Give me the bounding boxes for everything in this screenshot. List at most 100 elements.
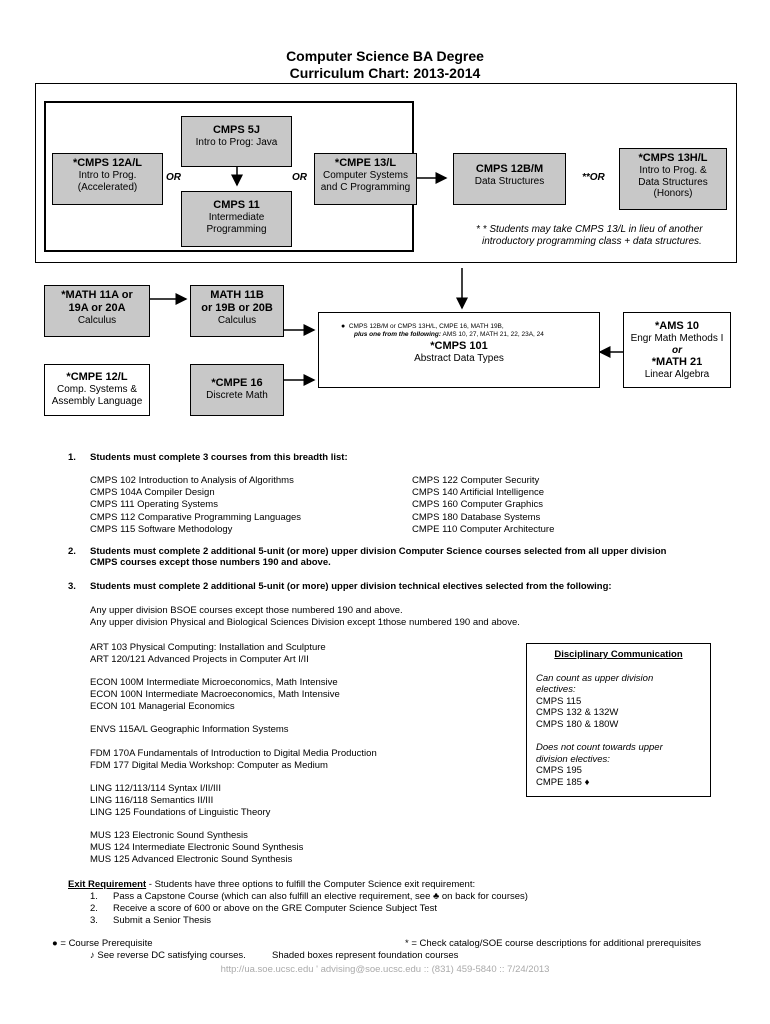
- req2-line: CMPS courses except those numbers 190 an…: [90, 557, 331, 568]
- course-cmps-5j: CMPS 5J Intro to Prog: Java: [181, 116, 292, 167]
- course-name: and C Programming: [320, 181, 411, 193]
- list-item: CMPS 180 Database Systems: [412, 511, 541, 523]
- list-item: CMPS 112 Comparative Programming Languag…: [90, 511, 302, 523]
- course-name: Intermediate: [208, 212, 265, 223]
- exit-text: - Students have three options to fulfill…: [146, 879, 476, 890]
- note-line: * * Students may take CMPS 13/L in lieu …: [476, 224, 703, 235]
- elective-group-mus: MUS 123 Electronic Sound Synthesis MUS 1…: [90, 830, 303, 867]
- elective-group-ling: LING 112/113/114 Syntax I/II/III LING 11…: [90, 783, 270, 820]
- chart-outer-frame: [35, 83, 737, 263]
- req1-number: 1.: [68, 452, 76, 463]
- or-label: OR: [292, 172, 307, 183]
- course-cmps-12bm: CMPS 12B/M Data Structures: [453, 153, 566, 205]
- list-item: ART 120/121 Advanced Projects in Compute…: [90, 654, 309, 666]
- req3-any: Any upper division BSOE courses except t…: [90, 605, 520, 629]
- course-name: Intro to Prog: Java: [195, 137, 278, 148]
- course-cmps-101: ● CMPS 12B/M or CMPS 13H/L, CMPE 16, MAT…: [318, 312, 600, 388]
- course-code: *CMPS 101: [430, 340, 488, 352]
- dc-can-heading: electives:: [536, 684, 576, 695]
- course-code: *MATH 21: [651, 356, 703, 368]
- legend-shaded: Shaded boxes represent foundation course…: [272, 950, 459, 961]
- list-item: FDM 170A Fundamentals of Introduction to…: [90, 748, 377, 759]
- list-item: ECON 101 Managerial Economics: [90, 701, 235, 713]
- course-name: Engr Math Methods I: [630, 333, 724, 344]
- elective-group-art: ART 103 Physical Computing: Installation…: [90, 642, 326, 666]
- course-code: or 19B or 20B: [201, 302, 273, 314]
- req3-number: 3.: [68, 581, 76, 592]
- legend-prereq: ● = Course Prerequisite: [52, 938, 153, 949]
- course-cmps-11: CMPS 11 Intermediate Programming: [181, 191, 292, 247]
- course-name: Programming: [206, 223, 267, 235]
- list-item: LING 116/118 Semantics II/III: [90, 795, 214, 807]
- list-item: Any upper division BSOE courses except t…: [90, 605, 403, 616]
- req2-line: Students must complete 2 additional 5-un…: [90, 546, 667, 557]
- course-name: Data Structures: [474, 176, 545, 187]
- course-code: *AMS 10: [654, 320, 700, 332]
- course-name: Data Structures: [638, 176, 708, 188]
- breadth-list-left: CMPS 102 Introduction to Analysis of Alg…: [90, 475, 301, 536]
- elective-group-fdm: FDM 170A Fundamentals of Introduction to…: [90, 748, 377, 772]
- page-title: Computer Science BA Degree: [286, 48, 484, 64]
- dc-cannot-heading: division electives:: [536, 753, 610, 765]
- course-cmpe-16: *CMPE 16 Discrete Math: [190, 364, 284, 416]
- list-item: 1. Pass a Capstone Course (which can also…: [90, 891, 528, 903]
- list-item: LING 112/113/114 Syntax I/II/III: [90, 783, 221, 794]
- course-name: (Honors): [653, 188, 693, 199]
- list-item: CMPS 115 Software Methodology: [90, 523, 233, 535]
- list-item: MUS 125 Advanced Electronic Sound Synthe…: [90, 854, 293, 866]
- exit-options: 1. Pass a Capstone Course (which can also…: [90, 891, 528, 927]
- list-item: MUS 124 Intermediate Electronic Sound Sy…: [90, 842, 304, 854]
- disciplinary-communication-box: Disciplinary Communication Can count as …: [526, 643, 711, 797]
- list-item: MUS 123 Electronic Sound Synthesis: [90, 830, 248, 841]
- prereq-emph: plus one from the following:: [354, 331, 442, 338]
- list-item: CMPS 180 & 180W: [536, 718, 619, 730]
- list-item: CMPS 115: [536, 695, 582, 707]
- page-subtitle: Curriculum Chart: 2013-2014: [289, 65, 481, 81]
- list-item: 3.Submit a Senior Thesis: [90, 915, 528, 927]
- course-code: *MATH 11A or: [61, 289, 133, 301]
- course-name: Linear Algebra: [644, 369, 710, 380]
- course-name: Comp. Systems &: [56, 384, 138, 395]
- course-cmpe-12l: *CMPE 12/L Comp. Systems & Assembly Lang…: [44, 364, 150, 416]
- list-item: ENVS 115A/L Geographic Information Syste…: [90, 724, 289, 735]
- course-ams-10: *AMS 10 Engr Math Methods I or *MATH 21 …: [623, 312, 731, 388]
- course-name: Calculus: [217, 315, 257, 326]
- list-item: CMPE 110 Computer Architecture: [412, 523, 555, 535]
- list-item: CMPS 111 Operating Systems: [90, 499, 218, 511]
- option-text: Pass a Capstone Course (which can also f…: [113, 891, 528, 902]
- course-code: *CMPS 12A/L: [72, 157, 143, 169]
- elective-group-envs: ENVS 115A/L Geographic Information Syste…: [90, 724, 289, 736]
- option-text: Receive a score of 600 or above on the G…: [113, 903, 438, 914]
- req2-text: Students must complete 2 additional 5-un…: [90, 546, 666, 568]
- course-code: 19A or 20A: [68, 302, 126, 314]
- list-item: LING 125 Foundations of Linguistic Theor…: [90, 807, 271, 819]
- list-item: CMPE 185 ♦: [536, 776, 590, 788]
- list-item: ECON 100N Intermediate Macroeconomics, M…: [90, 689, 340, 701]
- course-math-11a: *MATH 11A or 19A or 20A Calculus: [44, 285, 150, 337]
- course-code: *CMPE 16: [211, 377, 263, 389]
- footer-contact: http://ua.soe.ucsc.edu ' advising@soe.uc…: [220, 964, 550, 975]
- elective-group-econ: ECON 100M Intermediate Microeconomics, M…: [90, 677, 340, 714]
- option-number: 3.: [90, 915, 98, 926]
- course-math-11b: MATH 11B or 19B or 20B Calculus: [190, 285, 284, 337]
- course-code: MATH 11B: [210, 289, 264, 301]
- list-item: CMPS 140 Artificial Intelligence: [412, 487, 545, 499]
- legend-dc: ♪ See reverse DC satisfying courses.: [90, 950, 246, 961]
- list-item: FDM 177 Digital Media Workshop: Computer…: [90, 760, 328, 772]
- list-item: CMPS 132 & 132W: [536, 707, 619, 718]
- course-name: Computer Systems: [322, 170, 409, 181]
- prereq-text: CMPS 12B/M or CMPS 13H/L, CMPE 16, MATH …: [348, 323, 504, 330]
- course-name: Intro to Prog.: [78, 170, 137, 181]
- dc-can-heading: Can count as upper division: [536, 672, 654, 684]
- course-name: Abstract Data Types: [414, 353, 504, 364]
- or-label: **OR: [582, 172, 605, 183]
- list-item: 2. Receive a score of 600 or above on the…: [90, 903, 528, 915]
- breadth-list-right: CMPS 122 Computer Security CMPS 140 Arti…: [412, 475, 554, 536]
- course-code: *CMPE 12/L: [66, 371, 128, 383]
- option-number: 2.: [90, 903, 98, 914]
- course-code: CMPS 5J: [212, 124, 261, 136]
- req3-heading: Students must complete 2 additional 5-un…: [90, 581, 612, 592]
- option-number: 1.: [90, 891, 98, 902]
- list-item: CMPS 102 Introduction to Analysis of Alg…: [90, 475, 294, 486]
- list-item: CMPS 195: [536, 765, 582, 776]
